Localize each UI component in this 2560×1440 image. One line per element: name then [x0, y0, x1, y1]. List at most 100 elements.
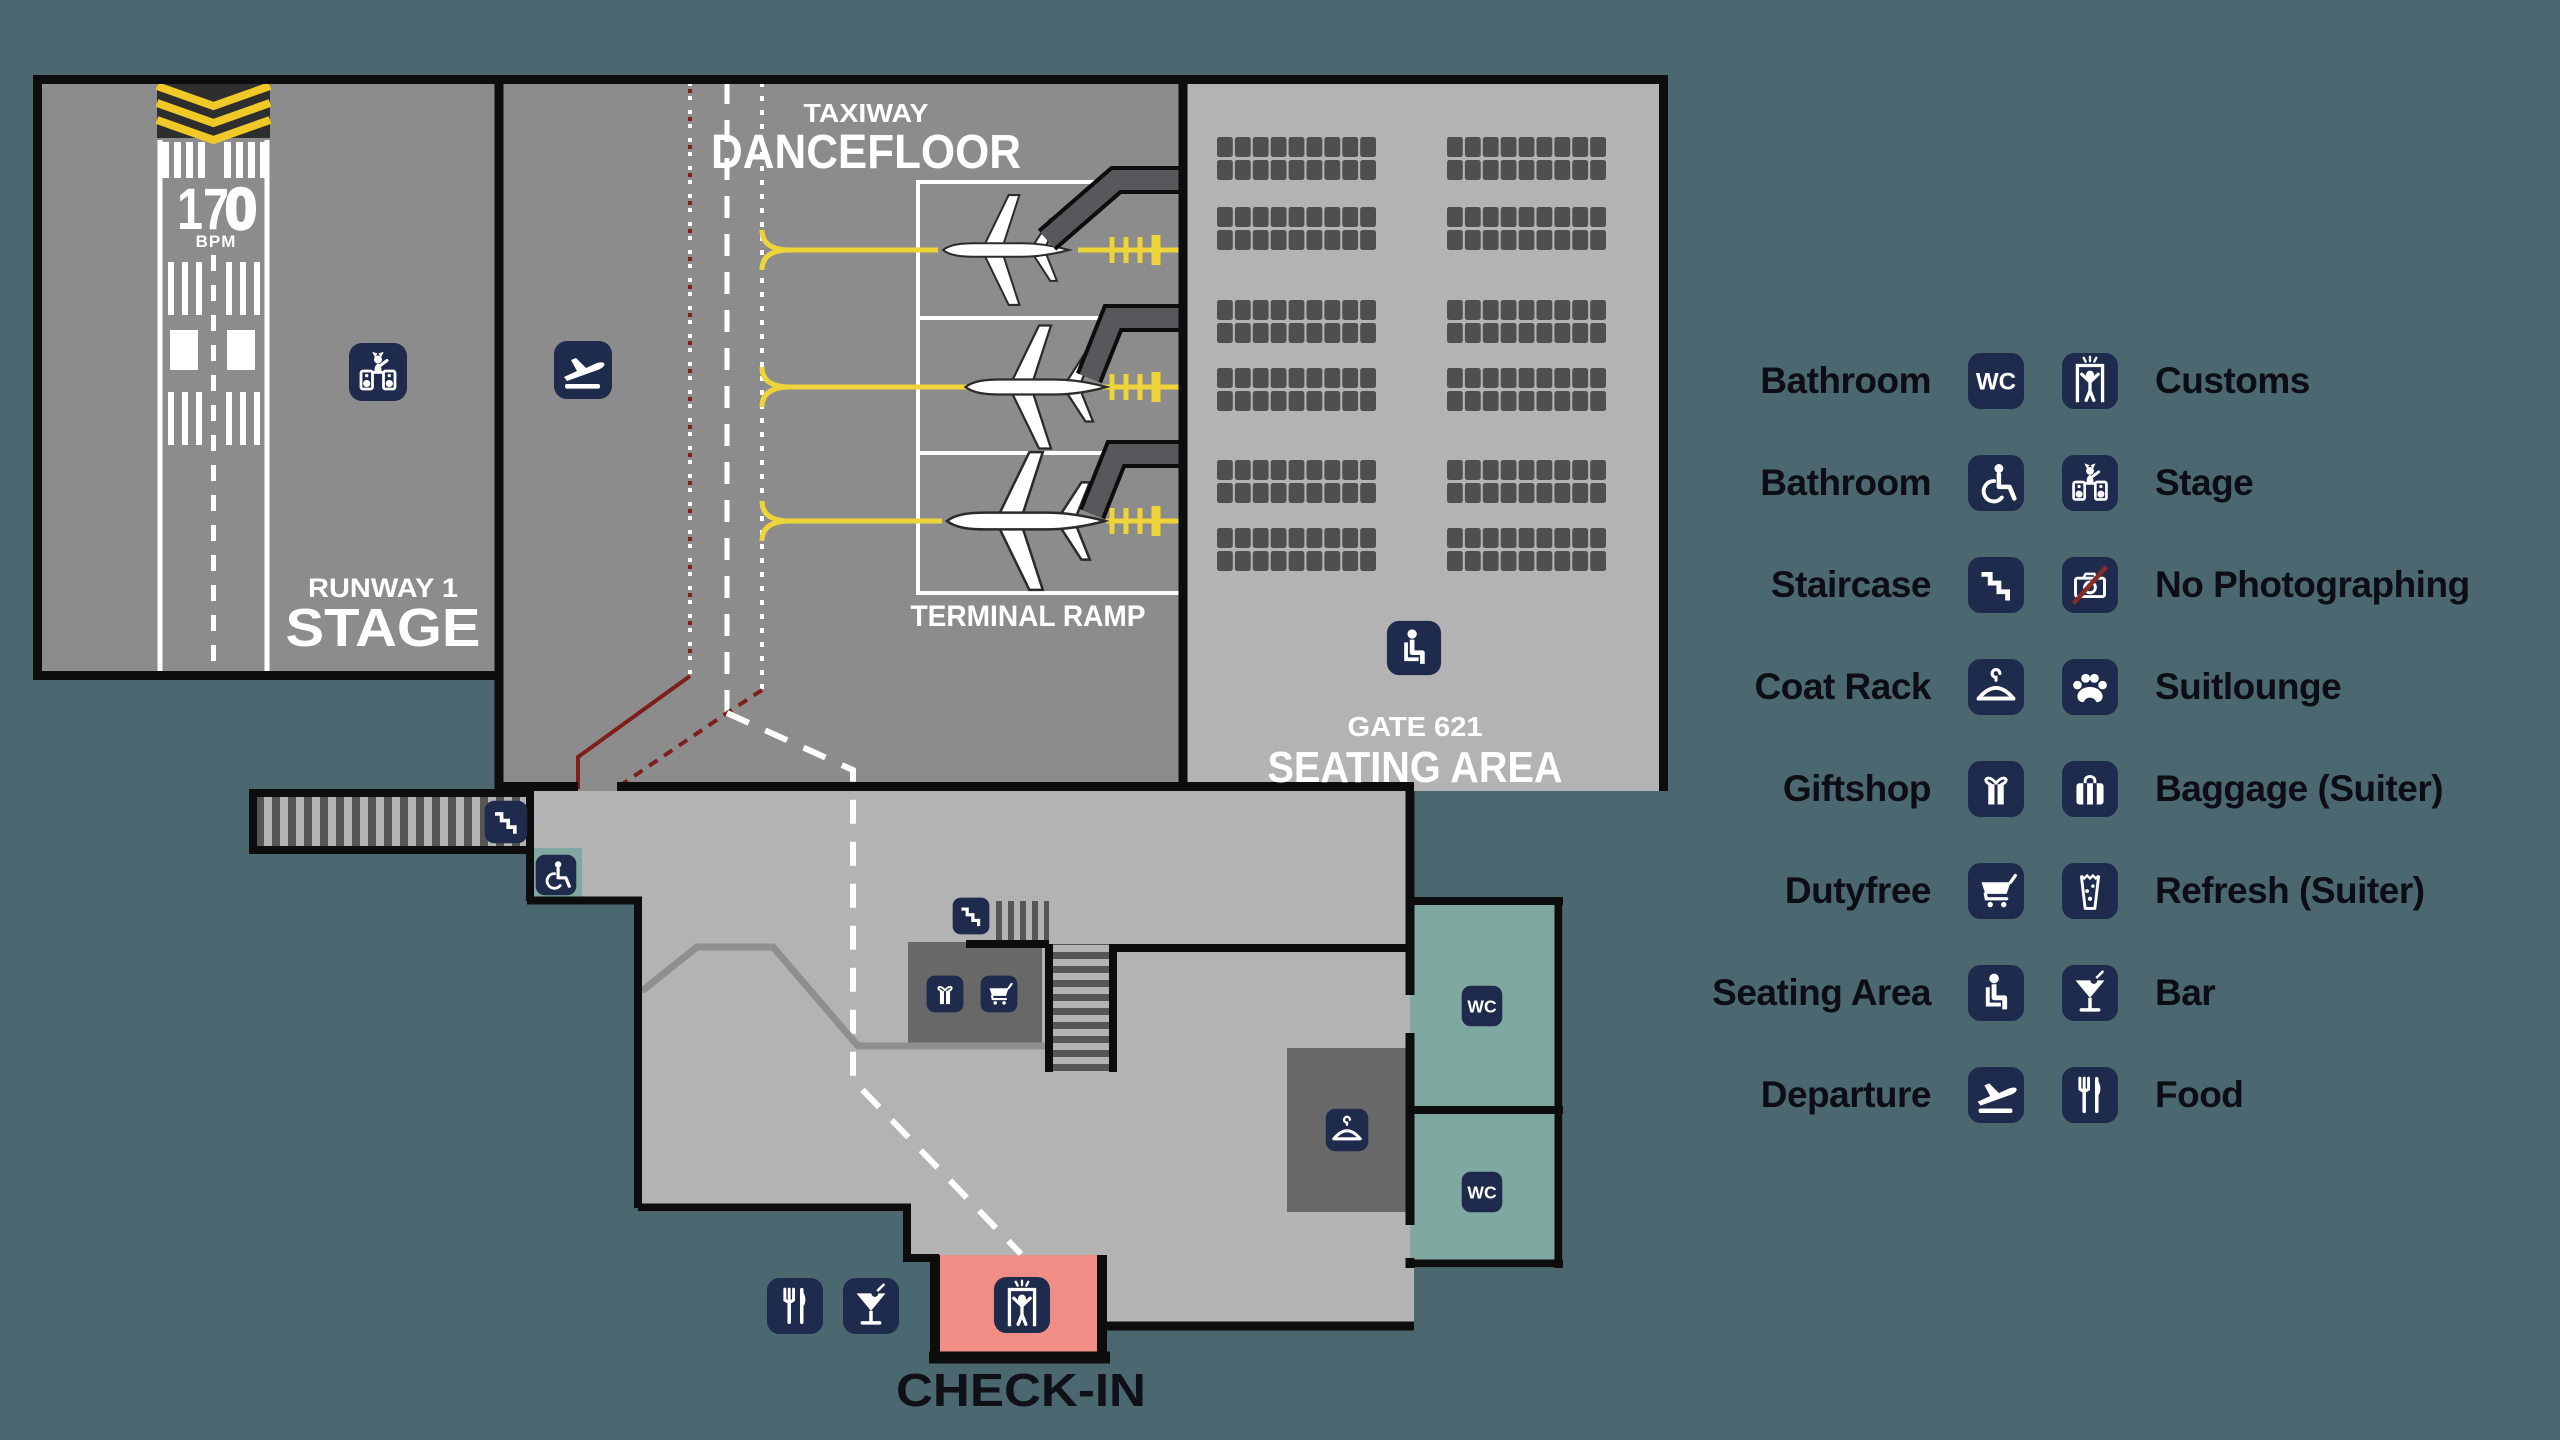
seat	[1360, 460, 1376, 480]
hanger-icon	[1967, 658, 2025, 716]
seat	[1447, 551, 1463, 571]
seat	[1572, 528, 1589, 548]
stairs-icon	[1967, 556, 2025, 614]
legend-label-left: Departure	[1760, 1074, 1932, 1115]
seat	[1342, 160, 1359, 180]
seat	[1234, 207, 1251, 227]
seat	[1590, 483, 1606, 503]
seat	[1464, 528, 1481, 548]
seat	[1536, 230, 1553, 250]
seat	[1288, 207, 1305, 227]
seat	[1447, 368, 1463, 388]
seat	[1590, 137, 1606, 157]
seat	[1464, 551, 1481, 571]
teal-notch	[899, 1258, 936, 1338]
seat	[1252, 551, 1269, 571]
suitcase-icon	[2061, 760, 2119, 818]
seat	[1482, 483, 1499, 503]
seat	[1324, 368, 1341, 388]
seat	[1536, 300, 1553, 320]
seat	[1252, 207, 1269, 227]
seat	[1324, 160, 1341, 180]
seat	[1572, 368, 1589, 388]
seat	[1252, 230, 1269, 250]
wc-icon	[1967, 352, 2025, 410]
seat	[1360, 368, 1376, 388]
seat	[1536, 323, 1553, 343]
seat	[1306, 551, 1323, 571]
seat	[1536, 391, 1553, 411]
seat	[1554, 160, 1571, 180]
seat	[1360, 137, 1376, 157]
seat	[1270, 483, 1287, 503]
wc-icon-1	[1461, 985, 1503, 1027]
seat	[1590, 300, 1606, 320]
seat	[1324, 391, 1341, 411]
seat	[1217, 528, 1233, 548]
seat	[1234, 160, 1251, 180]
stage-label: STAGE	[286, 598, 481, 658]
seat	[1360, 551, 1376, 571]
seat	[1464, 391, 1481, 411]
seat	[1447, 207, 1463, 227]
departure-icon	[554, 341, 612, 399]
seat	[1270, 300, 1287, 320]
seat	[1234, 137, 1251, 157]
seat	[1252, 483, 1269, 503]
seat	[1500, 323, 1517, 343]
seat	[1288, 137, 1305, 157]
seat	[1217, 391, 1233, 411]
seat	[1342, 230, 1359, 250]
seat	[1270, 160, 1287, 180]
seat	[1306, 300, 1323, 320]
seat	[1518, 483, 1535, 503]
customs-icon	[993, 1276, 1051, 1334]
seat	[1270, 137, 1287, 157]
seat	[1306, 483, 1323, 503]
seat	[1306, 137, 1323, 157]
seat	[1554, 551, 1571, 571]
seat	[1252, 528, 1269, 548]
seat	[1518, 323, 1535, 343]
seat	[1554, 323, 1571, 343]
seat	[1464, 137, 1481, 157]
jet-bridges	[1037, 166, 1187, 520]
seating-area-label: SEATING AREA	[1268, 743, 1563, 792]
seat	[1482, 460, 1499, 480]
path-white-dashed	[725, 710, 1024, 1257]
paw-icon	[2061, 658, 2119, 716]
seat	[1500, 483, 1517, 503]
path-gray-solid	[639, 943, 1045, 1050]
seat	[1342, 460, 1359, 480]
seat	[1270, 391, 1287, 411]
staircase-wide	[1049, 944, 1113, 1072]
seat	[1572, 391, 1589, 411]
seat	[1464, 207, 1481, 227]
seat	[1500, 137, 1517, 157]
seat	[1306, 528, 1323, 548]
seat	[1464, 483, 1481, 503]
legend-label-right: Customs	[2155, 360, 2310, 401]
seat	[1252, 300, 1269, 320]
giftshop-icon	[926, 975, 964, 1013]
walls	[33, 75, 1668, 1364]
seat	[1342, 323, 1359, 343]
seat	[1342, 551, 1359, 571]
seat	[1234, 528, 1251, 548]
seat	[1270, 551, 1287, 571]
seat	[1217, 207, 1233, 227]
plane-icon	[1967, 1066, 2025, 1124]
seat	[1288, 460, 1305, 480]
legend-label-left: Coat Rack	[1754, 666, 1932, 707]
seat	[1447, 160, 1463, 180]
seat	[1554, 300, 1571, 320]
seat	[1518, 207, 1535, 227]
seat	[1324, 230, 1341, 250]
seat	[1217, 483, 1233, 503]
taxiway-label: TAXIWAY	[804, 98, 929, 128]
legend-label-left: Bathroom	[1760, 462, 1931, 503]
